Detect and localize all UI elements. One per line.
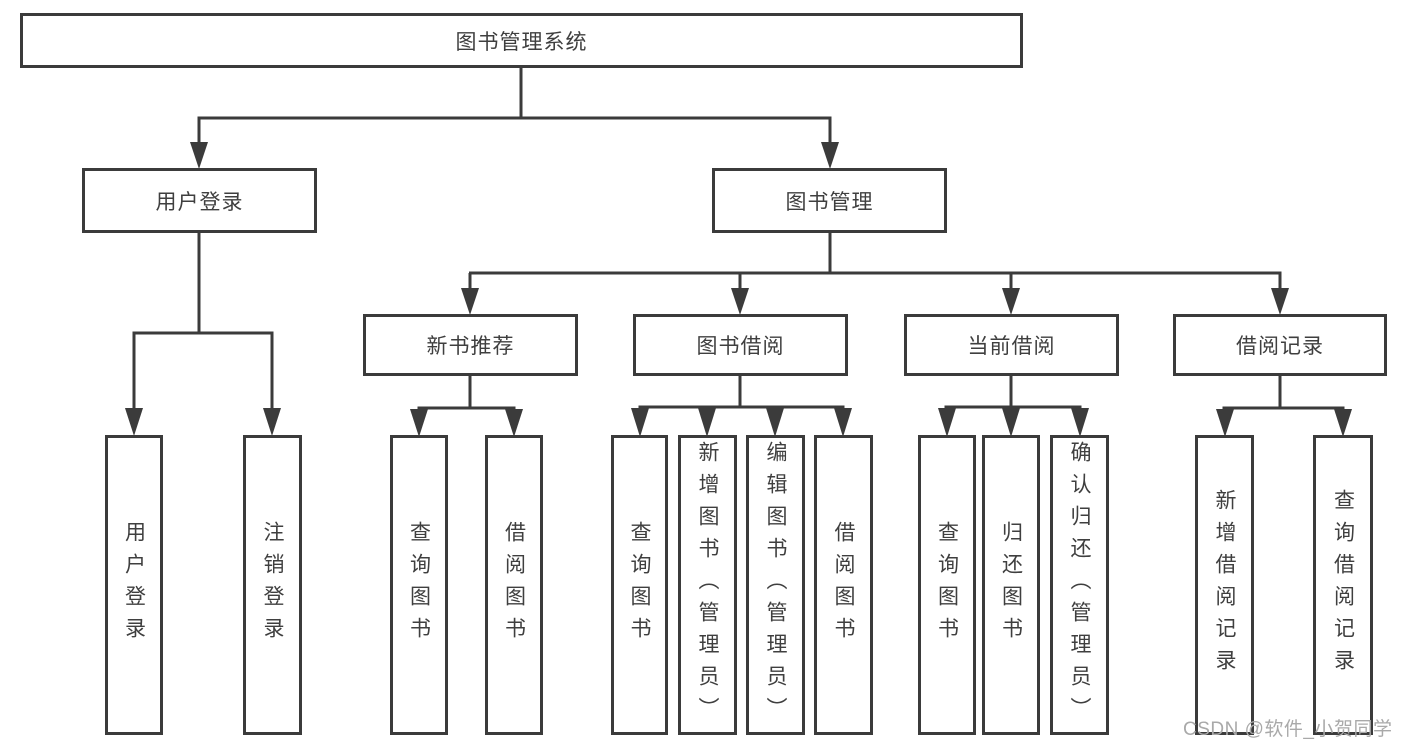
leaf-borrow-books-label: 借阅图书: [832, 521, 855, 649]
leaf-return-books: 归还图书: [982, 435, 1040, 735]
leaf-query-books-borrowing-label: 查询图书: [628, 521, 651, 649]
leaf-borrow-books: 借阅图书: [814, 435, 873, 735]
node-library-system: 图书管理系统: [20, 13, 1023, 68]
leaf-return-books-label: 归还图书: [999, 521, 1023, 649]
leaf-query-books-recommend-label: 查询图书: [407, 521, 431, 649]
leaf-user-login-label: 用户登录: [122, 521, 146, 649]
node-new-book-recommend-label: 新书推荐: [426, 335, 515, 358]
csdn-watermark: CSDN @软件_小贺同学: [1183, 719, 1393, 740]
node-new-book-recommend: 新书推荐: [363, 314, 578, 376]
leaf-add-borrow-record-label: 新增借阅记录: [1213, 489, 1236, 681]
node-book-management: 图书管理: [712, 168, 947, 233]
node-book-management-label: 图书管理: [785, 190, 874, 214]
node-current-borrowing-label: 当前借阅: [967, 335, 1056, 358]
leaf-edit-books-admin-label: 编辑图书（管理员）: [764, 441, 787, 729]
leaf-confirm-return-admin-label: 确认归还（管理员）: [1068, 441, 1091, 729]
leaf-logout-label: 注销登录: [261, 521, 284, 649]
leaf-add-books-admin-label: 新增图书（管理员）: [696, 441, 719, 729]
node-user-login-label: 用户登录: [155, 190, 244, 214]
node-book-borrowing: 图书借阅: [633, 314, 848, 376]
node-borrowing-records: 借阅记录: [1173, 314, 1387, 376]
node-borrowing-records-label: 借阅记录: [1236, 335, 1324, 358]
leaf-query-books-current-label: 查询图书: [935, 521, 959, 649]
leaf-logout: 注销登录: [243, 435, 302, 735]
leaf-borrow-books-recommend-label: 借阅图书: [502, 521, 526, 649]
node-book-borrowing-label: 图书借阅: [696, 335, 785, 358]
leaf-borrow-books-recommend: 借阅图书: [485, 435, 543, 735]
node-user-login: 用户登录: [82, 168, 317, 233]
leaf-add-books-admin: 新增图书（管理员）: [678, 435, 737, 735]
leaf-confirm-return-admin: 确认归还（管理员）: [1050, 435, 1109, 735]
node-current-borrowing: 当前借阅: [904, 314, 1119, 376]
node-library-system-label: 图书管理系统: [455, 30, 588, 54]
leaf-query-books-current: 查询图书: [918, 435, 976, 735]
leaf-query-books-recommend: 查询图书: [390, 435, 448, 735]
leaf-query-borrow-record: 查询借阅记录: [1313, 435, 1373, 735]
leaf-query-books-borrowing: 查询图书: [611, 435, 668, 735]
leaf-user-login: 用户登录: [105, 435, 163, 735]
leaf-query-borrow-record-label: 查询借阅记录: [1331, 489, 1355, 681]
leaf-edit-books-admin: 编辑图书（管理员）: [746, 435, 805, 735]
leaf-add-borrow-record: 新增借阅记录: [1195, 435, 1254, 735]
